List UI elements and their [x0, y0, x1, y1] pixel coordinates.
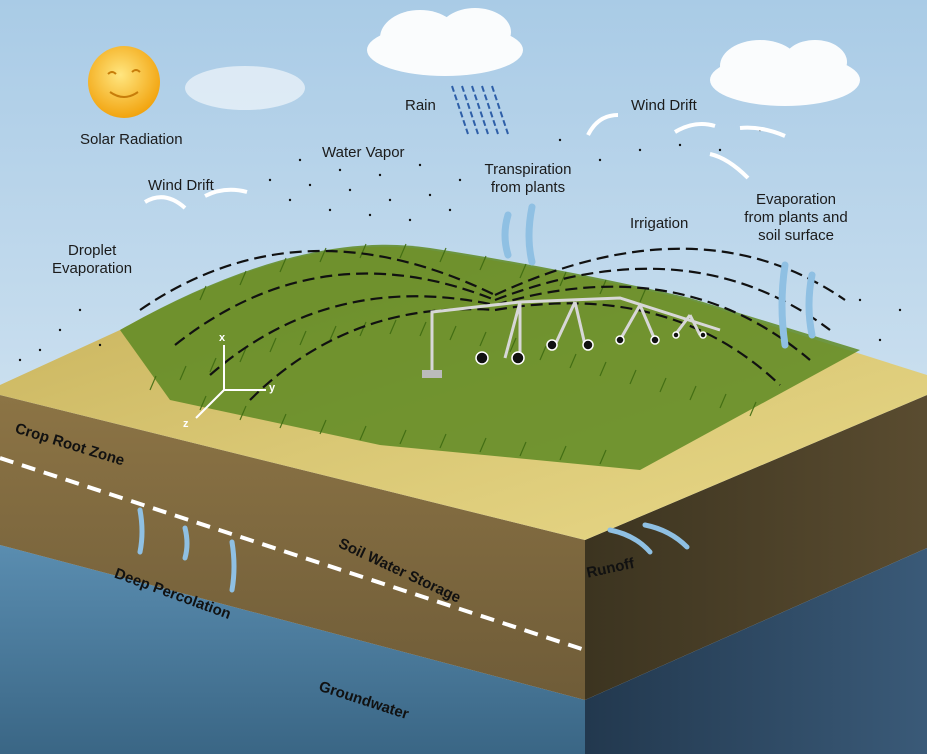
label-water-vapor: Water Vapor: [322, 144, 405, 161]
wind-arrow-icon: [143, 113, 786, 210]
label-droplet-line1: Droplet: [68, 242, 117, 259]
label-wind-drift-left: Wind Drift: [148, 177, 214, 194]
label-transpiration: Transpiration from plants: [470, 161, 586, 197]
label-irrigation: Irrigation: [630, 215, 689, 232]
label-transpiration-line2: from plants: [490, 179, 566, 196]
root-zone-boundary: [0, 456, 586, 652]
axis-z-label: z: [183, 418, 189, 430]
sun-icon: [88, 46, 160, 118]
label-evaporation-line2: from plants and: [744, 209, 848, 226]
transpiration-arrow-icon: [501, 203, 816, 349]
coordinate-axes: [195, 345, 266, 419]
label-evaporation-line1: Evaporation: [755, 191, 837, 208]
crop-field: [120, 244, 860, 470]
label-evaporation-line3: soil surface: [758, 227, 834, 244]
deep-percolation-arrow-icon: [137, 507, 237, 593]
label-solar-radiation: Solar Radiation: [80, 131, 183, 148]
axis-x-label: x: [219, 332, 226, 344]
label-rain: Rain: [405, 97, 436, 114]
label-evaporation: Evaporation from plants and soil surface: [737, 191, 855, 245]
label-droplet-evaporation: Droplet Evaporation: [52, 242, 132, 278]
label-droplet-line2: Evaporation: [52, 260, 133, 277]
groundwater-layer: [0, 545, 585, 754]
label-transpiration-line1: Transpiration: [484, 161, 572, 178]
irrigation-spray: [139, 247, 846, 401]
label-wind-drift-top: Wind Drift: [631, 97, 697, 114]
soil-layer: [0, 395, 585, 700]
axis-y-label: y: [269, 382, 276, 394]
cloud-icon: [185, 8, 860, 110]
runoff-arrow-icon: [607, 522, 690, 555]
center-pivot-irrigation: [422, 296, 721, 378]
